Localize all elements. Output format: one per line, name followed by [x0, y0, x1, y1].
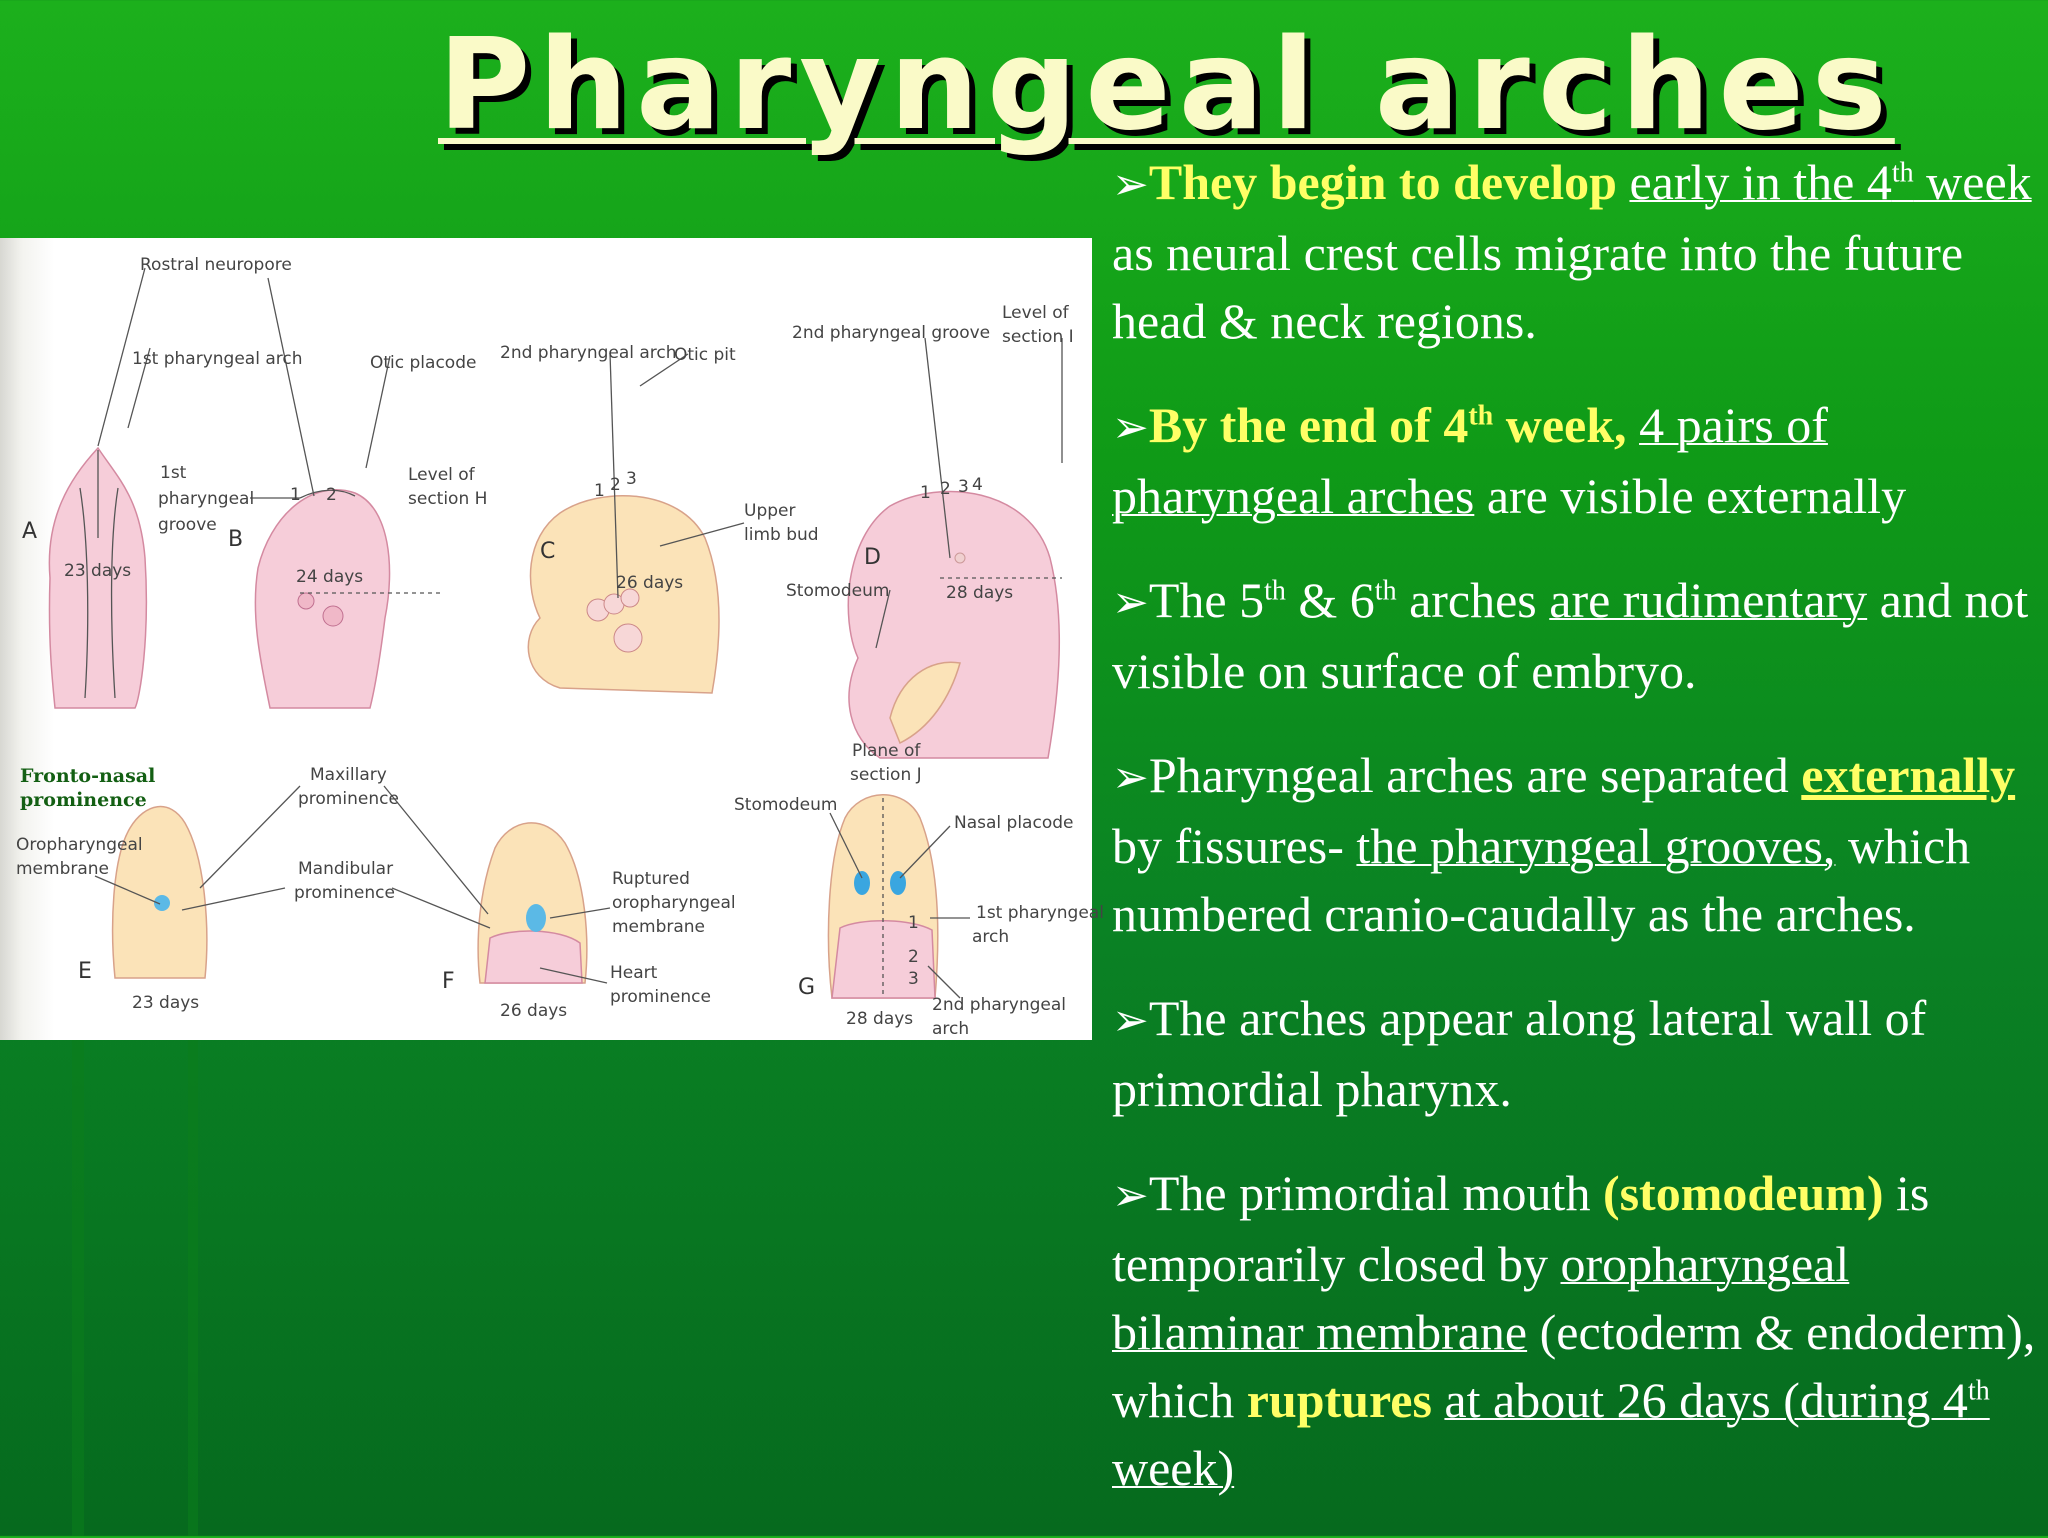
panel-label-e: E: [78, 959, 92, 984]
embryo-figure: Rostral neuropore 1st pharyngeal arch Ot…: [0, 238, 1104, 1040]
panel-label-f: F: [442, 969, 455, 994]
label-ruptured-1: Ruptured: [612, 869, 690, 889]
label-second-arch-g-2: arch: [932, 1019, 969, 1039]
label-first-groove-3: groove: [158, 515, 217, 535]
label-level-i-1: Level of: [1002, 303, 1070, 323]
label-oro-membrane-1: Oropharyngeal: [16, 835, 143, 855]
arch-number: 1: [290, 485, 301, 505]
bullet-item: ➢Pharyngeal arches are separated externa…: [1112, 741, 2042, 948]
panel-b-embryo: [254, 489, 391, 709]
arch-number: 3: [908, 969, 919, 989]
panel-f-embryo: [477, 822, 588, 984]
panel-label-c: C: [540, 539, 555, 564]
label-first-arch-g-2: arch: [972, 927, 1009, 947]
label-days-d: 28 days: [946, 583, 1013, 603]
leader-lines: [94, 267, 1063, 999]
label-ruptured-2: oropharyngeal: [612, 893, 736, 913]
label-rostral-neuropore: Rostral neuropore: [140, 255, 292, 275]
label-stomodeum-d: Stomodeum: [786, 581, 889, 601]
bullet-item: ➢The primordial mouth (stomodeum) is tem…: [1112, 1159, 2042, 1502]
arch-number: 1: [908, 913, 919, 933]
label-second-groove: 2nd pharyngeal groove: [792, 323, 990, 343]
label-plane-j-1: Plane of: [852, 741, 921, 761]
panel-label-b: B: [228, 527, 243, 552]
arch-number: 1: [594, 481, 605, 501]
label-days-a: 23 days: [64, 561, 131, 581]
label-level-i-2: section I: [1002, 327, 1074, 347]
background-stripe: [188, 1040, 198, 1536]
label-days-f: 26 days: [500, 1001, 567, 1021]
panel-d-embryo: [847, 490, 1061, 759]
label-second-arch-g-1: 2nd pharyngeal: [932, 995, 1066, 1015]
bullet-item: ➢They begin to develop early in the 4th …: [1112, 148, 2042, 355]
embryo-illustration: Rostral neuropore 1st pharyngeal arch Ot…: [16, 255, 1104, 1039]
arch-number: 1: [920, 483, 931, 503]
label-mandibular-1: Mandibular: [298, 859, 393, 879]
label-plane-j-2: section J: [850, 765, 922, 785]
bullet-arrow-icon: ➢: [1112, 403, 1149, 452]
label-days-b: 24 days: [296, 567, 363, 587]
bullet-arrow-icon: ➢: [1112, 1171, 1149, 1220]
bullet-arrow-icon: ➢: [1112, 753, 1149, 802]
label-heart-1: Heart: [610, 963, 658, 983]
label-first-groove-2: pharyngeal: [158, 489, 254, 509]
label-nasal-placode: Nasal placode: [954, 813, 1073, 833]
label-maxillary-1: Maxillary: [310, 765, 387, 785]
bullet-arrow-icon: ➢: [1112, 996, 1149, 1045]
label-frontonasal-2: prominence: [20, 789, 147, 811]
panel-e-embryo: [111, 806, 208, 979]
label-first-arch: 1st pharyngeal arch: [132, 349, 303, 369]
bullet-item: ➢The 5th & 6th arches are rudimentary an…: [1112, 566, 2042, 705]
label-first-groove-1: 1st: [160, 463, 187, 483]
label-mandibular-2: prominence: [294, 883, 395, 903]
label-upper-limb-2: limb bud: [744, 525, 819, 545]
arch-number: 2: [908, 947, 919, 967]
arch-number: 3: [626, 469, 637, 489]
label-second-arch: 2nd pharyngeal arch: [500, 343, 677, 363]
label-stomodeum-g: Stomodeum: [734, 795, 837, 815]
bullet-list: ➢They begin to develop early in the 4th …: [1112, 148, 2042, 1538]
label-otic-placode: Otic placode: [370, 353, 476, 373]
label-level-h-2: section H: [408, 489, 487, 509]
panel-c-embryo: [527, 495, 720, 694]
panel-label-d: D: [864, 545, 881, 570]
label-oro-membrane-2: membrane: [16, 859, 109, 879]
bullet-item: ➢The arches appear along lateral wall of…: [1112, 984, 2042, 1123]
bullet-arrow-icon: ➢: [1112, 578, 1149, 627]
label-days-g: 28 days: [846, 1009, 913, 1029]
label-ruptured-3: membrane: [612, 917, 705, 937]
label-level-h-1: Level of: [408, 465, 476, 485]
label-upper-limb-1: Upper: [744, 501, 795, 521]
label-maxillary-2: prominence: [298, 789, 399, 809]
panel-g-embryo: [827, 794, 939, 999]
bullet-item: ➢By the end of 4th week, 4 pairs of phar…: [1112, 391, 2042, 530]
arch-number: 2: [940, 479, 951, 499]
arch-number: 3: [958, 477, 969, 497]
arch-number: 2: [610, 475, 621, 495]
label-days-e: 23 days: [132, 993, 199, 1013]
arch-number: 2: [326, 485, 337, 505]
label-heart-2: prominence: [610, 987, 711, 1007]
background-stripe: [72, 1040, 84, 1536]
panel-a-embryo: [48, 446, 148, 709]
panel-label-a: A: [22, 519, 37, 544]
label-frontonasal-1: Fronto-nasal: [20, 765, 155, 787]
slide-title: Pharyngeal arches: [438, 11, 1895, 158]
label-first-arch-g-1: 1st pharyngeal: [976, 903, 1104, 923]
bullet-arrow-icon: ➢: [1112, 160, 1149, 209]
panel-label-g: G: [798, 975, 815, 1000]
arch-number: 4: [972, 475, 983, 495]
label-days-c: 26 days: [616, 573, 683, 593]
label-otic-pit: Otic pit: [674, 345, 736, 365]
